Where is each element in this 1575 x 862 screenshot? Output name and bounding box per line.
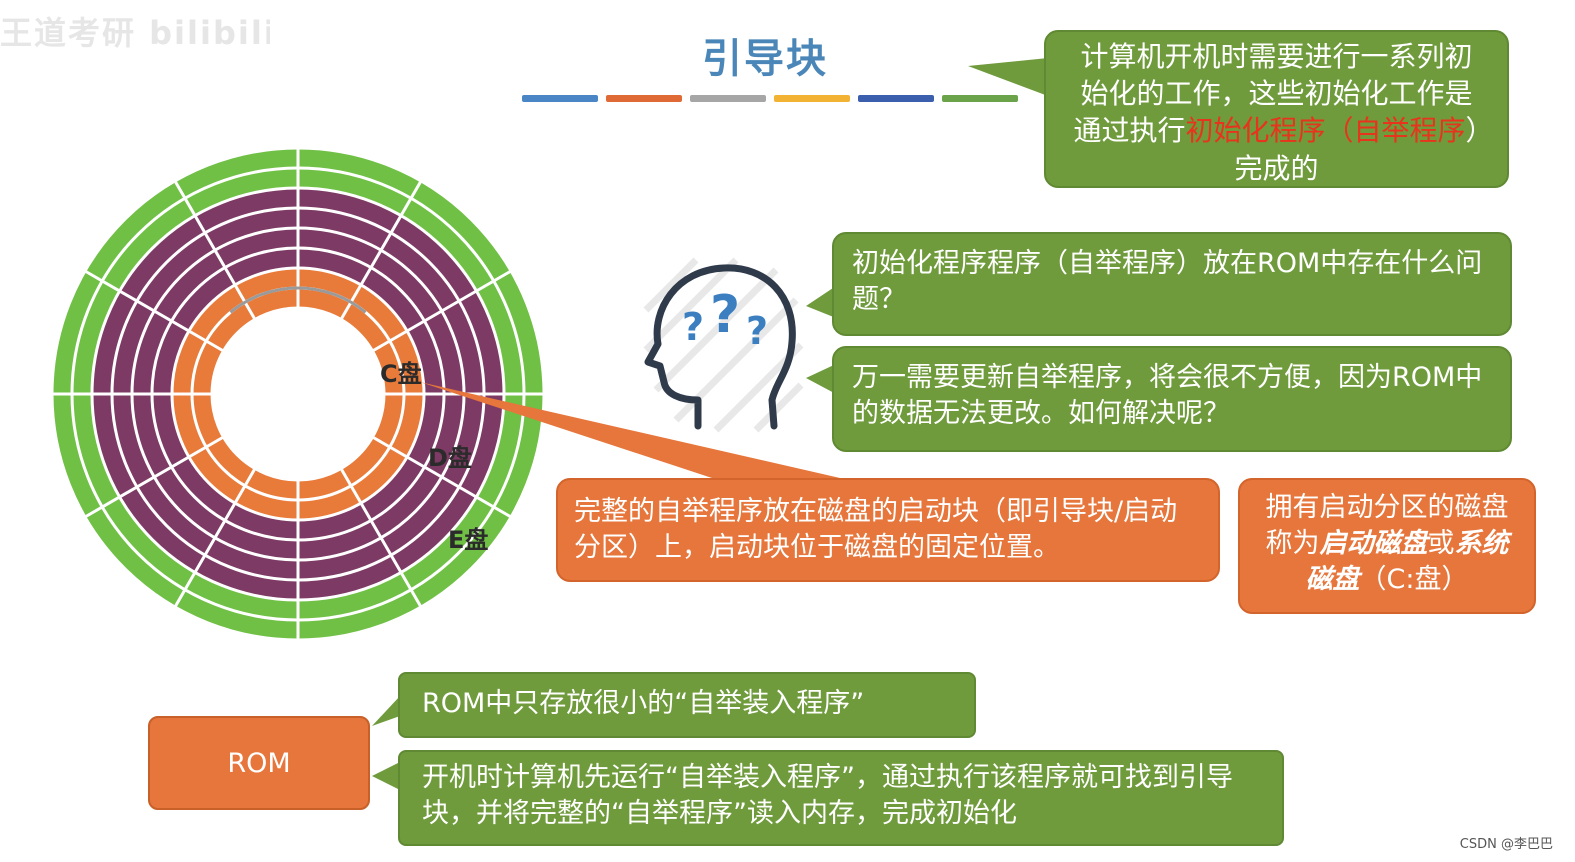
title-underline-bars (522, 95, 1022, 103)
watermark-logo: 王道考研 bilibili (0, 14, 270, 52)
title-bar-2 (690, 95, 766, 102)
boot-process-callout: 开机时计算机先运行“自举装入程序”，通过执行该程序就可找到引导块，并将完整的“自… (398, 750, 1284, 846)
page-title: 引导块 (702, 36, 828, 82)
disk-sector-line-2 (339, 467, 423, 608)
disk-diagram (50, 146, 546, 642)
disk-label-d: D盘 (428, 444, 472, 472)
svg-text:?: ? (746, 309, 768, 353)
disk-sector-line-7 (84, 269, 225, 353)
question-callout: 初始化程序程序（自举程序）放在ROM中存在什么问题？ (832, 232, 1512, 336)
title-bar-4 (858, 95, 934, 102)
disk-sector-line-1 (371, 435, 512, 519)
boot-disk-callout: 拥有启动分区的磁盘称为启动磁盘或系统磁盘（C:盘） (1238, 478, 1536, 614)
boot-process-tail (372, 762, 400, 790)
title-bar-0 (522, 95, 598, 102)
question-callout-tail (806, 286, 836, 318)
init-text-part2: ）完成的 (1234, 114, 1480, 185)
thinking-head-question-icon: ? ? ? (643, 257, 804, 433)
init-text-highlight: 初始化程序（自举程序 (1185, 114, 1466, 148)
credit-watermark: CSDN @李巴巴 (1459, 837, 1553, 852)
boot-disk-em1: 启动磁盘 (1319, 527, 1428, 559)
disk-sector-line-11 (371, 269, 512, 353)
boot-disk-part3: （C:盘） (1359, 563, 1469, 595)
disk-fill-3 (212, 308, 384, 480)
boot-disk-em2: 系统磁盘 (1305, 527, 1509, 595)
rom-box: ROM (148, 716, 370, 810)
title-bar-5 (942, 95, 1018, 102)
title-bar-3 (774, 95, 850, 102)
boot-sector-outline (229, 286, 367, 314)
init-callout-tail (968, 58, 1048, 96)
boot-disk-part2: 或 (1427, 527, 1455, 559)
boot-disk-part1: 拥有启动分区的磁盘称为 (1265, 492, 1509, 559)
disk-sector-line-4 (173, 467, 257, 608)
rom-note-callout: ROM中只存放很小的“自举装入程序” (398, 672, 976, 738)
disk-sector-line-10 (339, 180, 423, 321)
rom-note-tail (372, 696, 400, 726)
title-bar-1 (606, 95, 682, 102)
init-text-part1: 计算机开机时需要进行一系列初始化的工作，这些初始化工作是通过执行 (1073, 40, 1473, 148)
answer-callout-tail (806, 364, 836, 394)
disk-label-c: C盘 (380, 360, 422, 388)
svg-text:?: ? (710, 285, 740, 345)
init-program-callout: 计算机开机时需要进行一系列初始化的工作，这些初始化工作是通过执行初始化程序（自举… (1044, 30, 1509, 188)
answer-callout: 万一需要更新自举程序，将会很不方便，因为ROM中的数据无法更改。如何解决呢？ (832, 346, 1512, 452)
disk-sector-line-5 (84, 435, 225, 519)
boot-block-callout: 完整的自举程序放在磁盘的启动块（即引导块/启动分区）上，启动块位于磁盘的固定位置… (556, 478, 1220, 582)
disk-label-e: E盘 (448, 526, 489, 554)
svg-text:?: ? (682, 305, 704, 349)
disk-sector-line-8 (173, 180, 257, 321)
